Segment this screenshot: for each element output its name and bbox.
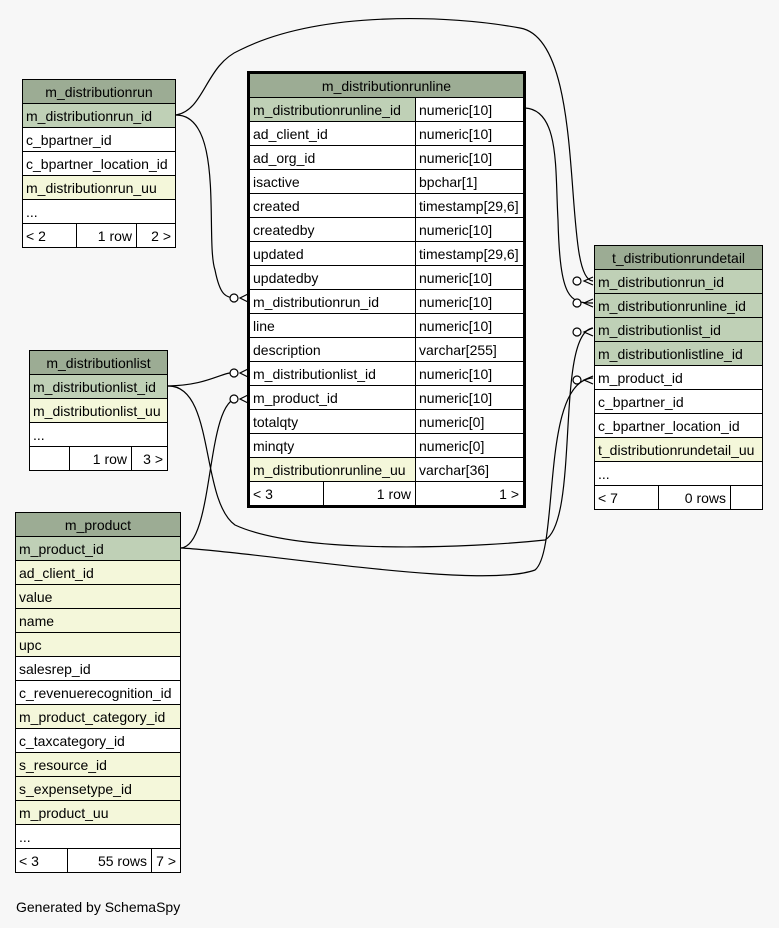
column-name: c_bpartner_location_id — [22, 151, 176, 176]
footer-parents: < 7 — [594, 485, 659, 510]
column-name: salesrep_id — [15, 656, 181, 681]
column-name: m_distributionrunline_id — [594, 293, 763, 318]
footer-children: 7 > — [151, 848, 181, 873]
column-name: created — [248, 193, 416, 218]
column-type: numeric[10] — [415, 145, 525, 170]
column-name: m_distributionlist_id — [594, 317, 763, 342]
table-title: m_product — [15, 512, 181, 537]
column-type: timestamp[29,6] — [415, 193, 525, 218]
column-name: m_distributionlist_uu — [29, 398, 168, 423]
column-name: t_distributionrundetail_uu — [594, 437, 763, 462]
footer-rows: 1 row — [376, 485, 411, 502]
column-name: c_bpartner_id — [22, 127, 176, 152]
column-name: m_product_id — [594, 365, 763, 390]
column-name: m_distributionrun_id — [22, 103, 176, 128]
column-type: numeric[10] — [415, 217, 525, 242]
column-name: c_taxcategory_id — [15, 728, 181, 753]
footer-rows: 55 rows — [67, 848, 152, 873]
column-name: c_bpartner_id — [594, 389, 763, 414]
column-type: numeric[0] — [415, 433, 525, 458]
column-name: ... — [29, 422, 168, 447]
column-name: c_revenuerecognition_id — [15, 680, 181, 705]
footer-children — [730, 485, 763, 510]
column-name: m_distributionlistline_id — [594, 341, 763, 366]
column-name: m_distributionlist_id — [248, 361, 416, 386]
footer-rows: 1 row — [69, 446, 132, 471]
column-name: ... — [22, 199, 176, 224]
column-name: value — [15, 584, 181, 609]
footer-parents — [29, 446, 70, 471]
footer-rows: 0 rows — [658, 485, 731, 510]
column-name: s_expensetype_id — [15, 776, 181, 801]
column-name: line — [248, 313, 416, 338]
column-type: numeric[0] — [415, 409, 525, 434]
column-type: numeric[10] — [415, 97, 525, 122]
footer-parents: < 2 — [22, 223, 77, 248]
generated-by-credit: Generated by SchemaSpy — [16, 899, 181, 915]
column-name: totalqty — [248, 409, 416, 434]
column-name: m_distributionrun_uu — [22, 175, 176, 200]
column-name: ... — [594, 461, 763, 486]
column-name: m_product_uu — [15, 800, 181, 825]
column-name: minqty — [248, 433, 416, 458]
table-m-distributionlist: m_distributionlist m_distributionlist_id… — [29, 350, 168, 471]
column-name: upc — [15, 632, 181, 657]
column-name: m_product_category_id — [15, 704, 181, 729]
footer-children: 2 > — [136, 223, 176, 248]
footer-parents: < 3 — [250, 482, 324, 505]
column-name: m_distributionrunline_id — [248, 97, 416, 122]
table-title: m_distributionrun — [22, 79, 176, 104]
column-name: c_bpartner_location_id — [594, 413, 763, 438]
column-name: createdby — [248, 217, 416, 242]
column-type: numeric[10] — [415, 313, 525, 338]
column-name: ad_client_id — [15, 560, 181, 585]
table-title: t_distributionrundetail — [594, 245, 763, 270]
column-type: numeric[10] — [415, 265, 525, 290]
column-name: m_distributionrun_id — [594, 269, 763, 294]
column-name: ... — [15, 824, 181, 849]
column-type: numeric[10] — [415, 361, 525, 386]
table-title: m_distributionlist — [29, 350, 168, 375]
column-name: m_distributionlist_id — [29, 374, 168, 399]
column-type: numeric[10] — [415, 121, 525, 146]
table-m-distributionrun: m_distributionrun m_distributionrun_id c… — [22, 79, 176, 248]
footer-children: 3 > — [131, 446, 168, 471]
column-name: s_resource_id — [15, 752, 181, 777]
column-name: m_product_id — [248, 385, 416, 410]
table-m-product: m_product m_product_id ad_client_id valu… — [15, 512, 181, 873]
column-name: ad_org_id — [248, 145, 416, 170]
table-t-distributionrundetail: t_distributionrundetail m_distributionru… — [594, 245, 763, 510]
table-m-distributionrunline: m_distributionrunline m_distributionrunl… — [247, 71, 526, 508]
column-type: bpchar[1] — [415, 169, 525, 194]
column-name: m_distributionrunline_uu — [248, 457, 416, 482]
column-type: timestamp[29,6] — [415, 241, 525, 266]
column-name: description — [248, 337, 416, 362]
column-type: numeric[10] — [415, 289, 525, 314]
table-title: m_distributionrunline — [248, 72, 525, 98]
column-name: name — [15, 608, 181, 633]
footer-parents: < 3 — [15, 848, 68, 873]
column-type: varchar[36] — [415, 457, 525, 482]
column-name: m_product_id — [15, 536, 181, 561]
column-name: updatedby — [248, 265, 416, 290]
column-name: updated — [248, 241, 416, 266]
footer-children: 1 > — [415, 481, 525, 507]
column-name: isactive — [248, 169, 416, 194]
column-type: numeric[10] — [415, 385, 525, 410]
column-name: ad_client_id — [248, 121, 416, 146]
column-name: m_distributionrun_id — [248, 289, 416, 314]
column-type: varchar[255] — [415, 337, 525, 362]
footer-rows: 1 row — [76, 223, 137, 248]
